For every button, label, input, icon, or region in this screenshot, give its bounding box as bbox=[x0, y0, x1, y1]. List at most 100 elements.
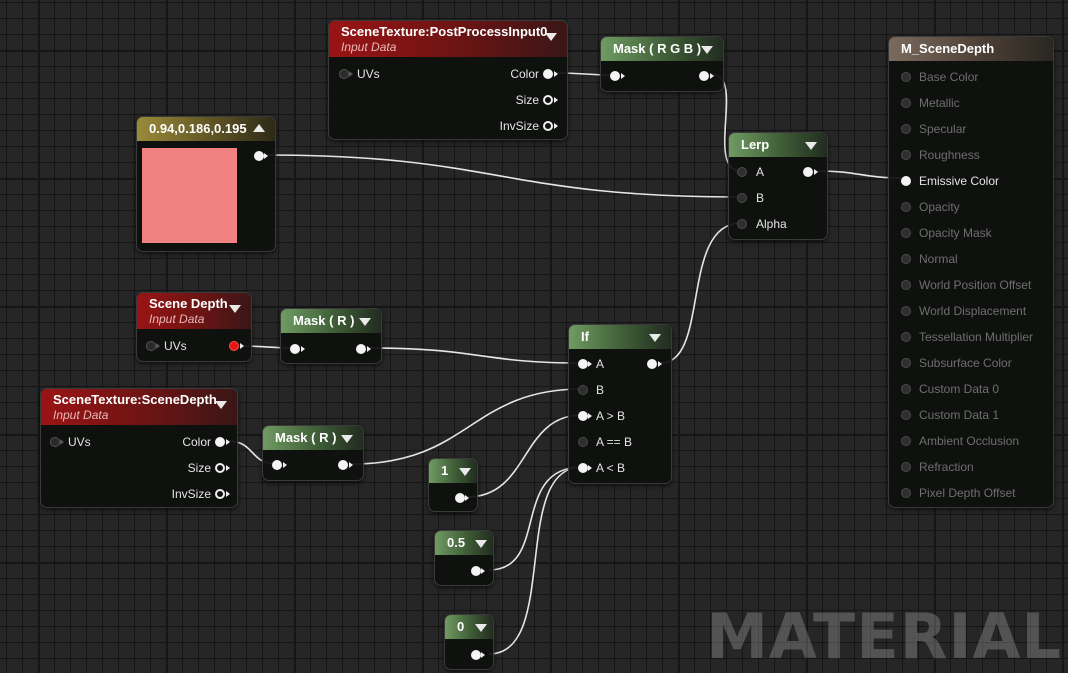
collapse-chevron-icon[interactable] bbox=[229, 305, 241, 313]
collapse-chevron-icon[interactable] bbox=[341, 435, 353, 443]
pin-label-a: A bbox=[756, 165, 765, 179]
result-input-pin[interactable] bbox=[901, 384, 911, 394]
input-pin-b[interactable] bbox=[737, 193, 747, 203]
output-pin[interactable] bbox=[699, 71, 709, 81]
pin-label-a-greater-b: A > B bbox=[596, 409, 626, 423]
result-input-label: Emissive Color bbox=[919, 174, 1000, 188]
material-watermark: MATERIAL bbox=[706, 600, 1062, 673]
output-pin[interactable] bbox=[803, 167, 813, 177]
input-pin-alpha[interactable] bbox=[737, 219, 747, 229]
collapse-chevron-icon[interactable] bbox=[475, 624, 487, 632]
node-header[interactable]: If bbox=[569, 325, 671, 349]
output-pin[interactable] bbox=[647, 359, 657, 369]
node-header[interactable]: Mask ( R ) bbox=[263, 426, 363, 450]
collapse-chevron-icon[interactable] bbox=[701, 46, 713, 54]
output-pin-color[interactable] bbox=[543, 69, 553, 79]
node-header[interactable]: 0.94,0.186,0.195 bbox=[137, 117, 275, 141]
pin-label-b: B bbox=[596, 383, 605, 397]
result-input-pin[interactable] bbox=[901, 254, 911, 264]
result-input-pin[interactable] bbox=[901, 332, 911, 342]
input-pin[interactable] bbox=[272, 460, 282, 470]
output-pin[interactable] bbox=[254, 151, 264, 161]
pin-arrow-icon bbox=[621, 73, 625, 79]
input-pin-b[interactable] bbox=[578, 385, 588, 395]
input-pin-a[interactable] bbox=[737, 167, 747, 177]
output-pin-invsize[interactable] bbox=[543, 121, 553, 131]
node-header[interactable]: SceneTexture:SceneDepth Input Data bbox=[41, 389, 237, 425]
result-input-pin[interactable] bbox=[901, 462, 911, 472]
output-pin-invsize[interactable] bbox=[215, 489, 225, 499]
input-pin-a-greater-b[interactable] bbox=[578, 411, 588, 421]
pin-arrow-icon bbox=[588, 413, 592, 419]
result-input-pin[interactable] bbox=[901, 228, 911, 238]
collapse-chevron-icon[interactable] bbox=[459, 468, 471, 476]
output-pin-size[interactable] bbox=[215, 463, 225, 473]
node-post-process-input[interactable]: SceneTexture:PostProcessInput0 Input Dat… bbox=[328, 20, 568, 140]
pin-arrow-icon bbox=[481, 652, 485, 658]
node-header[interactable]: 0.5 bbox=[435, 531, 493, 555]
node-constant-1[interactable]: 1 bbox=[428, 458, 478, 512]
output-pin[interactable] bbox=[471, 566, 481, 576]
node-constant-0[interactable]: 0 bbox=[444, 614, 494, 670]
node-if[interactable]: If A B A > B A == B A < B bbox=[568, 324, 672, 484]
result-input-pin[interactable] bbox=[901, 202, 911, 212]
node-mask-r-top[interactable]: Mask ( R ) bbox=[280, 308, 382, 364]
pin-label-color: Color bbox=[182, 435, 211, 449]
node-header[interactable]: Mask ( R G B ) bbox=[601, 37, 723, 61]
input-pin-a[interactable] bbox=[578, 359, 588, 369]
pin-arrow-icon bbox=[283, 462, 287, 468]
output-pin[interactable] bbox=[356, 344, 366, 354]
collapse-chevron-icon[interactable] bbox=[805, 142, 817, 150]
collapse-chevron-icon[interactable] bbox=[649, 334, 661, 342]
input-pin-uvs[interactable] bbox=[339, 69, 349, 79]
node-header[interactable]: 1 bbox=[429, 459, 477, 483]
result-input-pin[interactable] bbox=[901, 488, 911, 498]
input-pin-a-less-b[interactable] bbox=[578, 463, 588, 473]
result-input-pin[interactable] bbox=[901, 124, 911, 134]
node-mask-r-bottom[interactable]: Mask ( R ) bbox=[262, 425, 364, 481]
collapse-chevron-icon[interactable] bbox=[359, 318, 371, 326]
result-input-pin[interactable] bbox=[901, 358, 911, 368]
output-pin[interactable] bbox=[229, 341, 239, 351]
input-pin-a-equals-b[interactable] bbox=[578, 437, 588, 447]
result-input-pin[interactable] bbox=[901, 176, 911, 186]
node-header[interactable]: M_SceneDepth bbox=[889, 37, 1053, 61]
collapse-chevron-icon[interactable] bbox=[475, 540, 487, 548]
result-input-pin[interactable] bbox=[901, 410, 911, 420]
collapse-chevron-icon[interactable] bbox=[215, 401, 227, 409]
collapse-chevron-icon[interactable] bbox=[545, 33, 557, 41]
node-header[interactable]: Mask ( R ) bbox=[281, 309, 381, 333]
expand-chevron-icon[interactable] bbox=[253, 124, 265, 132]
output-pin[interactable] bbox=[471, 650, 481, 660]
result-input-pin[interactable] bbox=[901, 280, 911, 290]
output-pin-size[interactable] bbox=[543, 95, 553, 105]
output-pin[interactable] bbox=[338, 460, 348, 470]
node-mask-rgb[interactable]: Mask ( R G B ) bbox=[600, 36, 724, 92]
node-scene-texture-depth[interactable]: SceneTexture:SceneDepth Input Data UVs C… bbox=[40, 388, 238, 508]
output-pin[interactable] bbox=[455, 493, 465, 503]
wire-const05-to-if-alb bbox=[488, 466, 583, 571]
node-header[interactable]: Scene Depth Input Data bbox=[137, 293, 251, 329]
result-input-pin[interactable] bbox=[901, 98, 911, 108]
node-header[interactable]: Lerp bbox=[729, 133, 827, 157]
result-input-pin[interactable] bbox=[901, 72, 911, 82]
result-input-pin[interactable] bbox=[901, 436, 911, 446]
input-pin-uvs[interactable] bbox=[146, 341, 156, 351]
input-pin[interactable] bbox=[610, 71, 620, 81]
node-header[interactable]: SceneTexture:PostProcessInput0 Input Dat… bbox=[329, 21, 567, 57]
input-pin[interactable] bbox=[290, 344, 300, 354]
pin-label-size: Size bbox=[515, 93, 539, 107]
node-scene-depth[interactable]: Scene Depth Input Data UVs bbox=[136, 292, 252, 362]
node-lerp[interactable]: Lerp A B Alpha bbox=[728, 132, 828, 240]
input-pin-uvs[interactable] bbox=[50, 437, 60, 447]
result-input-pin[interactable] bbox=[901, 150, 911, 160]
pin-arrow-icon bbox=[814, 169, 818, 175]
node-constant-color[interactable]: 0.94,0.186,0.195 bbox=[136, 116, 276, 252]
node-constant-0-5[interactable]: 0.5 bbox=[434, 530, 494, 586]
output-pin-color[interactable] bbox=[215, 437, 225, 447]
result-input-pin[interactable] bbox=[901, 306, 911, 316]
color-swatch[interactable] bbox=[142, 148, 237, 243]
result-input-label: Metallic bbox=[919, 96, 960, 110]
node-header[interactable]: 0 bbox=[445, 615, 493, 639]
